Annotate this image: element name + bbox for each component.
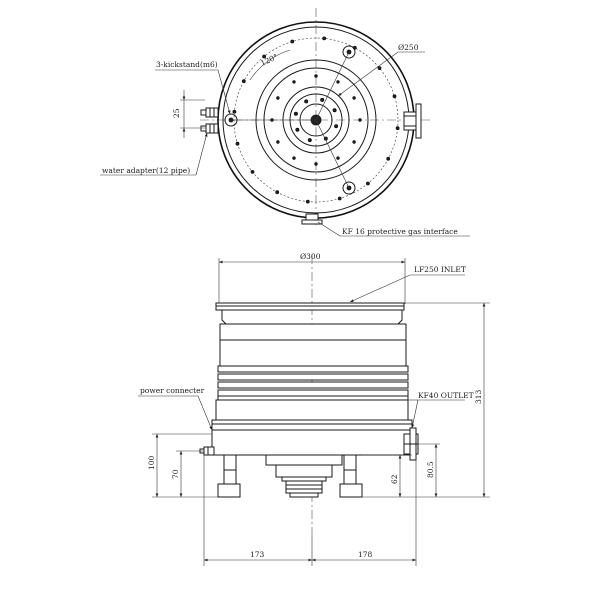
- top-view: 120° Ø250 25: [100, 8, 470, 237]
- power-connector-label: power connecter: [140, 386, 205, 395]
- rotor-hole: [293, 111, 298, 116]
- kf16-interface: [301, 213, 323, 225]
- inner-bolt-hole: [276, 96, 280, 100]
- dim-100: 100: [147, 455, 156, 470]
- dim-70: 70: [171, 469, 180, 479]
- inner-bolt-hole: [336, 156, 340, 160]
- bolt-hole: [395, 126, 400, 131]
- bolt-hole: [232, 109, 237, 114]
- kickstand-feet: [217, 454, 363, 498]
- rotor-hole: [295, 127, 300, 132]
- kf40-label: KF40 OUTLET: [418, 391, 474, 400]
- bolt-hole: [250, 169, 255, 174]
- bolt-hole: [322, 36, 327, 41]
- bolt-hole: [241, 79, 246, 84]
- inner-bolt-hole: [276, 140, 280, 144]
- rotor-hole: [320, 97, 325, 102]
- inner-bolt-hole: [336, 80, 340, 84]
- inner-bolt-hole: [352, 96, 356, 100]
- kf16-label: KF 16 protective gas interface: [342, 227, 458, 236]
- bolt-hole: [275, 190, 280, 195]
- angle-label: 120°: [259, 52, 279, 68]
- side-view: Ø300 LF250 INLET: [138, 252, 490, 566]
- bolt-hole: [235, 141, 240, 146]
- pump-body-lower: [215, 399, 409, 421]
- side-diameter-label: Ø300: [300, 252, 321, 261]
- rotor-hole: [304, 99, 309, 104]
- inner-bolt-hole: [358, 118, 362, 122]
- inner-bolt-hole: [314, 74, 318, 78]
- bolt-hole: [337, 196, 342, 201]
- top-kf40-outlet: [403, 103, 422, 139]
- bolt-hole: [290, 39, 295, 44]
- rotor-hole: [332, 108, 337, 113]
- pump-body-upper: [219, 323, 407, 367]
- dim-80-5: 80.5: [426, 461, 435, 478]
- inner-bolt-hole: [292, 80, 296, 84]
- bolt-hole: [262, 54, 267, 59]
- water-adapter-label: water adapter(12 pipe): [102, 166, 190, 175]
- flange-bolt-holes: [232, 36, 400, 204]
- bolt-hole: [377, 66, 382, 70]
- inner-bolt-hole: [292, 156, 296, 160]
- bolt-hole: [305, 199, 310, 204]
- bolt-hole: [386, 156, 391, 161]
- dim-178: 178: [358, 550, 373, 559]
- dim-173: 173: [250, 550, 265, 559]
- motor-housing: [265, 454, 343, 498]
- side-kf40-outlet: [403, 427, 419, 461]
- bolt-hole: [392, 94, 397, 99]
- inner-bolt-hole: [352, 140, 356, 144]
- cooling-ribs: [217, 365, 409, 401]
- lf250-label: LF250 INLET: [414, 265, 466, 274]
- bolt-hole: [365, 181, 370, 186]
- dim-62: 62: [390, 474, 399, 484]
- rotor-hole: [307, 138, 312, 143]
- top-diameter-label: Ø250: [398, 43, 419, 52]
- dim-313: 313: [474, 389, 483, 404]
- kickstand-label: 3-kickstand(m6): [156, 60, 218, 69]
- inner-bolt-hole: [314, 162, 318, 166]
- rotor-hole: [334, 124, 339, 129]
- dim-25: 25: [172, 108, 181, 118]
- water-adapters: [200, 107, 219, 134]
